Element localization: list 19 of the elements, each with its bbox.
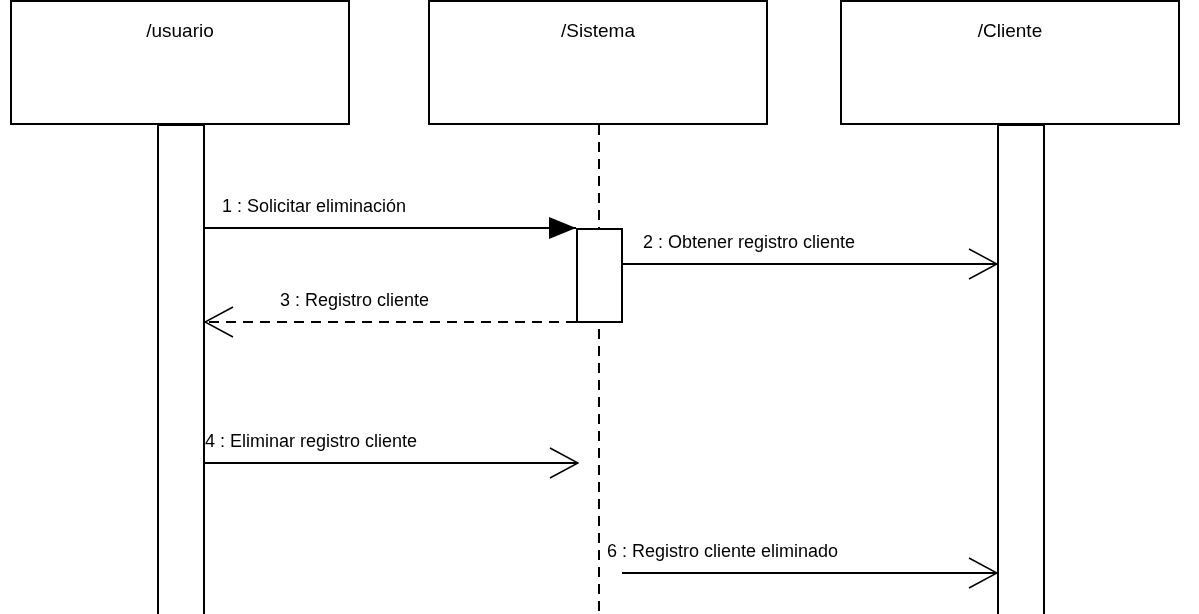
message-arrow [204, 447, 579, 479]
message-arrow [204, 306, 577, 338]
edge-label: 3 : Registro cliente [280, 290, 430, 310]
lifeline-header [10, 0, 350, 125]
message-arrow [621, 557, 998, 589]
lifeline-header [428, 0, 768, 125]
edge-label: 1 : Solicitar eliminación [222, 196, 407, 216]
edge-label: 4 : Eliminar registro cliente [205, 431, 418, 451]
edge-label: 6 : Registro cliente eliminado [607, 541, 839, 561]
lifeline-name: /Cliente [977, 20, 1043, 42]
lifeline-header [840, 0, 1180, 125]
activation-bar [157, 124, 205, 614]
edge-label: 2 : Obtener registro cliente [643, 232, 856, 252]
message-arrow [622, 248, 998, 280]
activation-bar [576, 228, 623, 323]
activation-bar [997, 124, 1045, 614]
message-arrow [204, 217, 577, 239]
lifeline-name: /Sistema [561, 20, 635, 42]
lifeline-name: /usuario [146, 20, 214, 42]
